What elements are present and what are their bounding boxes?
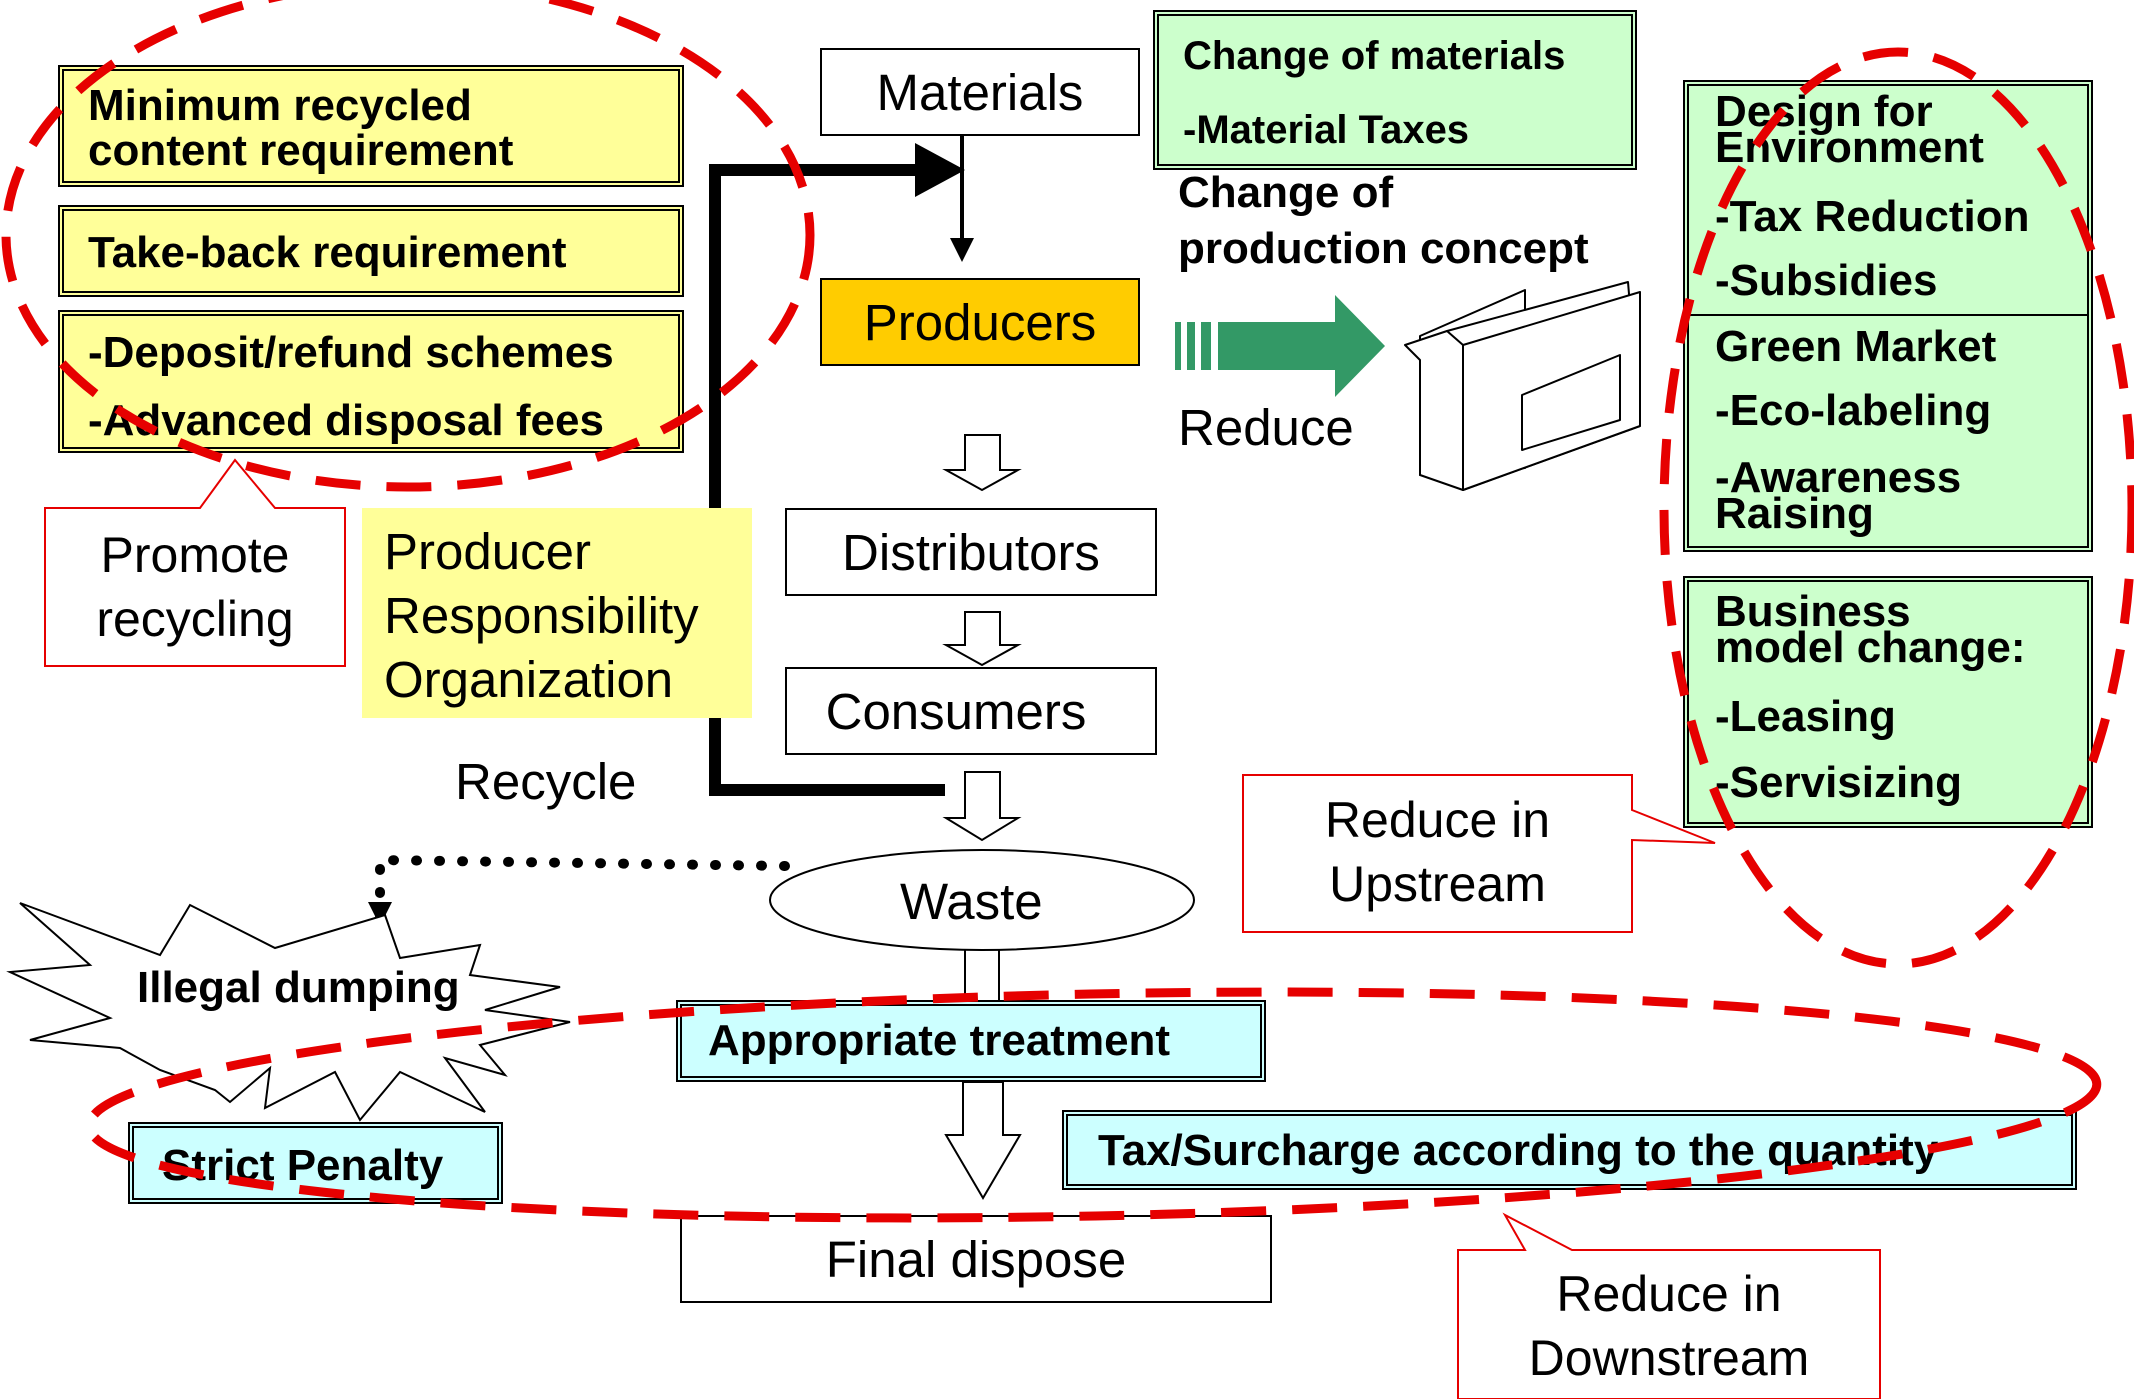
awareness-line-2: Raising: [1715, 489, 1874, 538]
deposit-fees-box: -Deposit/refund schemes -Advanced dispos…: [58, 310, 684, 453]
subsidies-label: -Subsidies: [1715, 256, 1938, 305]
materials-box: Materials: [820, 48, 1140, 136]
hollow-arrow-consumers-waste: [942, 771, 1022, 842]
upstream-line-2: Upstream: [1329, 856, 1546, 912]
monitor-illustration: [1404, 281, 1641, 491]
business-line-2: model change:: [1715, 623, 2026, 672]
change-materials-box: Change of materials -Material Taxes: [1153, 10, 1637, 170]
tax-reduction-label: -Tax Reduction: [1715, 192, 2030, 241]
materials-label: Materials: [876, 63, 1084, 121]
leasing-label: -Leasing: [1715, 692, 1896, 741]
appropriate-treatment-box: Appropriate treatment: [676, 1000, 1266, 1082]
downstream-line-2: Downstream: [1528, 1330, 1810, 1386]
illegal-dumping-dotted-path: [375, 854, 790, 925]
hollow-arrow-distributors-consumers: [942, 611, 1022, 667]
min-recycled-content-box: Minimum recycled content requirement: [58, 65, 684, 187]
hollow-arrow-producers-distributors: [942, 434, 1022, 492]
materials-down-arrowhead: [950, 238, 974, 262]
tax-surcharge-label: Tax/Surcharge according to the quantity: [1098, 1126, 1939, 1175]
min-recycled-line-2: content requirement: [88, 126, 514, 175]
deposit-refund-label: -Deposit/refund schemes: [88, 328, 614, 377]
consumers-label: Consumers: [825, 682, 1087, 740]
waste-label: Waste: [900, 873, 1043, 930]
waste-treatment-connector: [964, 943, 1000, 1003]
recycle-label: Recycle: [455, 753, 637, 810]
green-market-label: Green Market: [1715, 322, 1997, 371]
pro-line-2: Responsibility: [384, 587, 699, 644]
reduce-green-arrow: [1175, 295, 1385, 397]
take-back-label: Take-back requirement: [88, 228, 567, 277]
pro-line-3: Organization: [384, 651, 674, 708]
strict-penalty-box: Strict Penalty: [128, 1122, 503, 1204]
pro-box: Producer Responsibility Organization: [362, 508, 752, 718]
consumers-box: Consumers: [785, 667, 1157, 755]
design-environment-box: Design for Environment -Tax Reduction -S…: [1683, 80, 2093, 552]
tax-surcharge-box: Tax/Surcharge according to the quantity: [1062, 1110, 2077, 1190]
change-materials-title: Change of materials: [1183, 34, 1566, 78]
take-back-box: Take-back requirement: [58, 205, 684, 297]
production-concept-line-1: Change of: [1178, 168, 1394, 217]
recycle-arrowhead: [915, 143, 965, 197]
design-line-2: Environment: [1715, 123, 1984, 172]
reduce-upstream-text: Reduce in Upstream: [1243, 788, 1632, 916]
reduce-downstream-text: Reduce in Downstream: [1458, 1262, 1880, 1390]
final-dispose-label: Final dispose: [825, 1230, 1127, 1288]
final-dispose-box: Final dispose: [680, 1215, 1272, 1303]
hollow-arrow-treatment-final: [944, 1081, 1022, 1200]
pro-line-1: Producer: [384, 523, 591, 580]
downstream-line-1: Reduce in: [1556, 1266, 1782, 1322]
promote-recycling-text: Promote recycling: [45, 523, 345, 651]
producers-label: Producers: [863, 293, 1097, 351]
distributors-label: Distributors: [842, 523, 1100, 581]
production-concept-line-2: production concept: [1178, 224, 1589, 273]
business-model-box: Business model change: -Leasing -Servisi…: [1683, 576, 2093, 828]
illegal-dumping-arrowhead: [368, 902, 392, 926]
min-recycled-line-1: Minimum recycled: [88, 81, 472, 130]
design-divider: [1689, 314, 2087, 316]
illegal-dumping-label: Illegal dumping: [137, 963, 460, 1012]
producers-box: Producers: [820, 278, 1140, 366]
promote-line-2: recycling: [96, 591, 294, 647]
distributors-box: Distributors: [785, 508, 1157, 596]
promote-line-1: Promote: [100, 527, 290, 583]
advanced-disposal-label: -Advanced disposal fees: [88, 396, 604, 445]
appropriate-treatment-label: Appropriate treatment: [708, 1016, 1171, 1065]
upstream-line-1: Reduce in: [1324, 792, 1551, 848]
reduce-label: Reduce: [1178, 399, 1354, 456]
strict-penalty-label: Strict Penalty: [162, 1141, 444, 1190]
material-taxes-label: -Material Taxes: [1183, 108, 1470, 152]
eco-labeling-label: -Eco-labeling: [1715, 386, 1992, 435]
servisizing-label: -Servisizing: [1715, 758, 1962, 807]
